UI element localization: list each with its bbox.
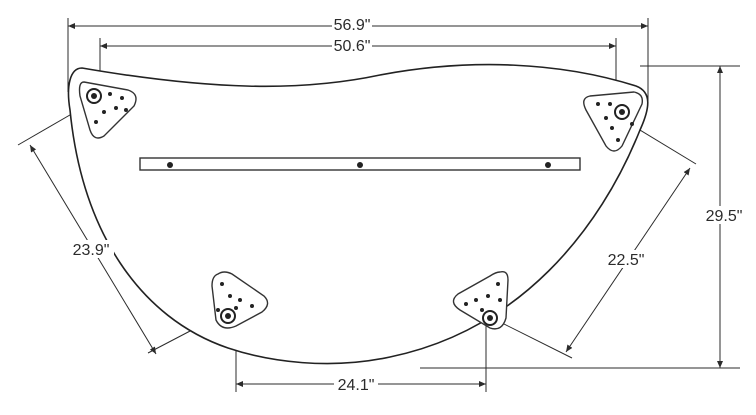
dim-label-right-diagonal: 22.5" xyxy=(608,252,645,269)
foot-plate-top-right xyxy=(583,91,644,152)
desk-top-outline xyxy=(67,63,649,365)
mounting-rail xyxy=(139,157,581,171)
dim-label-left-diagonal: 23.9" xyxy=(73,242,110,259)
dim-label-overall-width: 56.9" xyxy=(334,17,371,34)
foot-plate-bottom-left xyxy=(211,271,269,329)
foot-plate-top-left xyxy=(78,81,137,139)
dim-label-depth: 29.5" xyxy=(706,208,743,225)
foot-plate-bottom-right xyxy=(452,270,509,330)
dim-label-bottom-span: 24.1" xyxy=(338,377,375,394)
dim-label-foot-span: 50.6" xyxy=(334,38,371,55)
extension-lines xyxy=(17,18,740,392)
